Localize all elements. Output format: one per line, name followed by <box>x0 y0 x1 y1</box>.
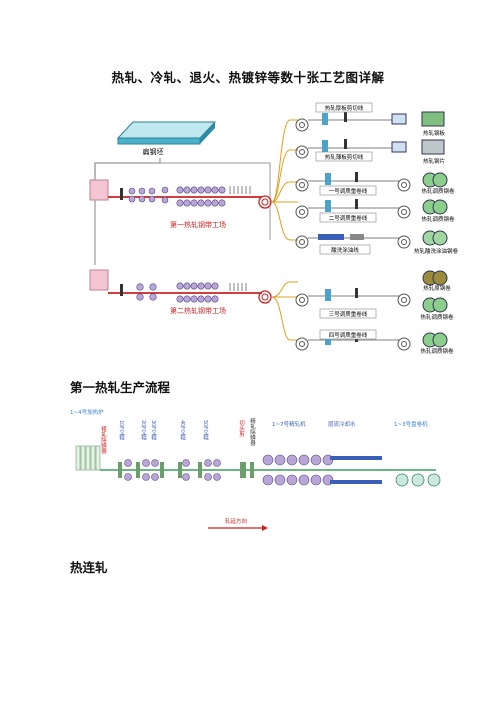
descaler-label: 粗轧除鳞器 <box>100 425 107 455</box>
stands1-label-1: 1号立辊 <box>118 420 125 441</box>
line-2-label: 热轧薄板剪切线 <box>325 153 364 161</box>
finishing-label: 1~7号精轧机 <box>272 420 306 428</box>
line-5-label: 酸洗涂油线 <box>331 246 359 254</box>
line-7-label: 四号调质重卷线 <box>329 331 368 339</box>
product-8-label: 热轧调质钢卷 <box>420 347 454 355</box>
line-row-5 <box>295 234 411 255</box>
line-row-6 <box>295 288 411 319</box>
line-3-label: 一号调质重卷线 <box>329 187 368 195</box>
stands1-label-3: 3号立辊 <box>150 420 157 441</box>
line-row-7 <box>295 329 411 351</box>
process-overview-figure: 扁钢坯 第一热轧钢带工场 <box>89 102 459 355</box>
plant2-label: 第二热轧钢带工场 <box>170 306 226 315</box>
section-heading-1: 第一热轧生产流程 <box>70 380 171 395</box>
product-5-label: 热轧酸洗涂油钢卷 <box>414 247 459 255</box>
line-row-1 <box>295 102 407 132</box>
product-2-label: 热轧钢片 <box>423 157 445 165</box>
finishing-descaler-label: 精轧除鳞器 <box>249 417 256 447</box>
product-icons <box>421 111 448 348</box>
product-1-label: 热轧钢板 <box>423 129 446 137</box>
line-6-label: 三号调质重卷线 <box>329 310 368 318</box>
slab-illustration <box>116 121 217 145</box>
direction-label: 轧延方向 <box>225 517 247 525</box>
line-4-label: 二号调质重卷线 <box>329 214 368 222</box>
coilers-label: 1~3号盘卷机 <box>394 420 428 428</box>
stands2-label-1: 4号立辊 <box>179 420 186 441</box>
plant2-line <box>89 269 272 304</box>
plant1-label: 第一热轧钢带工场 <box>170 220 226 229</box>
product-3-label: 热轧调质钢卷 <box>421 187 455 195</box>
line-row-3 <box>295 172 411 196</box>
stands1-label-2: 2号立辊 <box>140 420 147 441</box>
cooling-label: 层流冷却水 <box>328 420 356 428</box>
product-7-label: 热轧调质钢卷 <box>420 313 454 321</box>
section-heading-2: 热连轧 <box>70 560 108 575</box>
stands2-label-2: 5号立辊 <box>202 420 209 441</box>
page-title: 热轧、冷轧、退火、热镀锌等数十张工艺图详解 <box>111 70 385 85</box>
furnace-label: 1~4号加热炉 <box>70 408 104 416</box>
furnace <box>75 445 101 471</box>
line-row-2 <box>295 139 407 162</box>
product-6-label: 热轧原钢卷 <box>423 284 451 292</box>
shear-label: 切头剪 <box>238 420 245 438</box>
slab-label: 扁钢坯 <box>143 147 164 156</box>
product-4-label: 热轧调质钢卷 <box>421 215 455 223</box>
line-row-4 <box>295 199 411 223</box>
line-1-label: 热轧厚板剪切线 <box>325 104 364 112</box>
plant1-line <box>89 179 272 209</box>
